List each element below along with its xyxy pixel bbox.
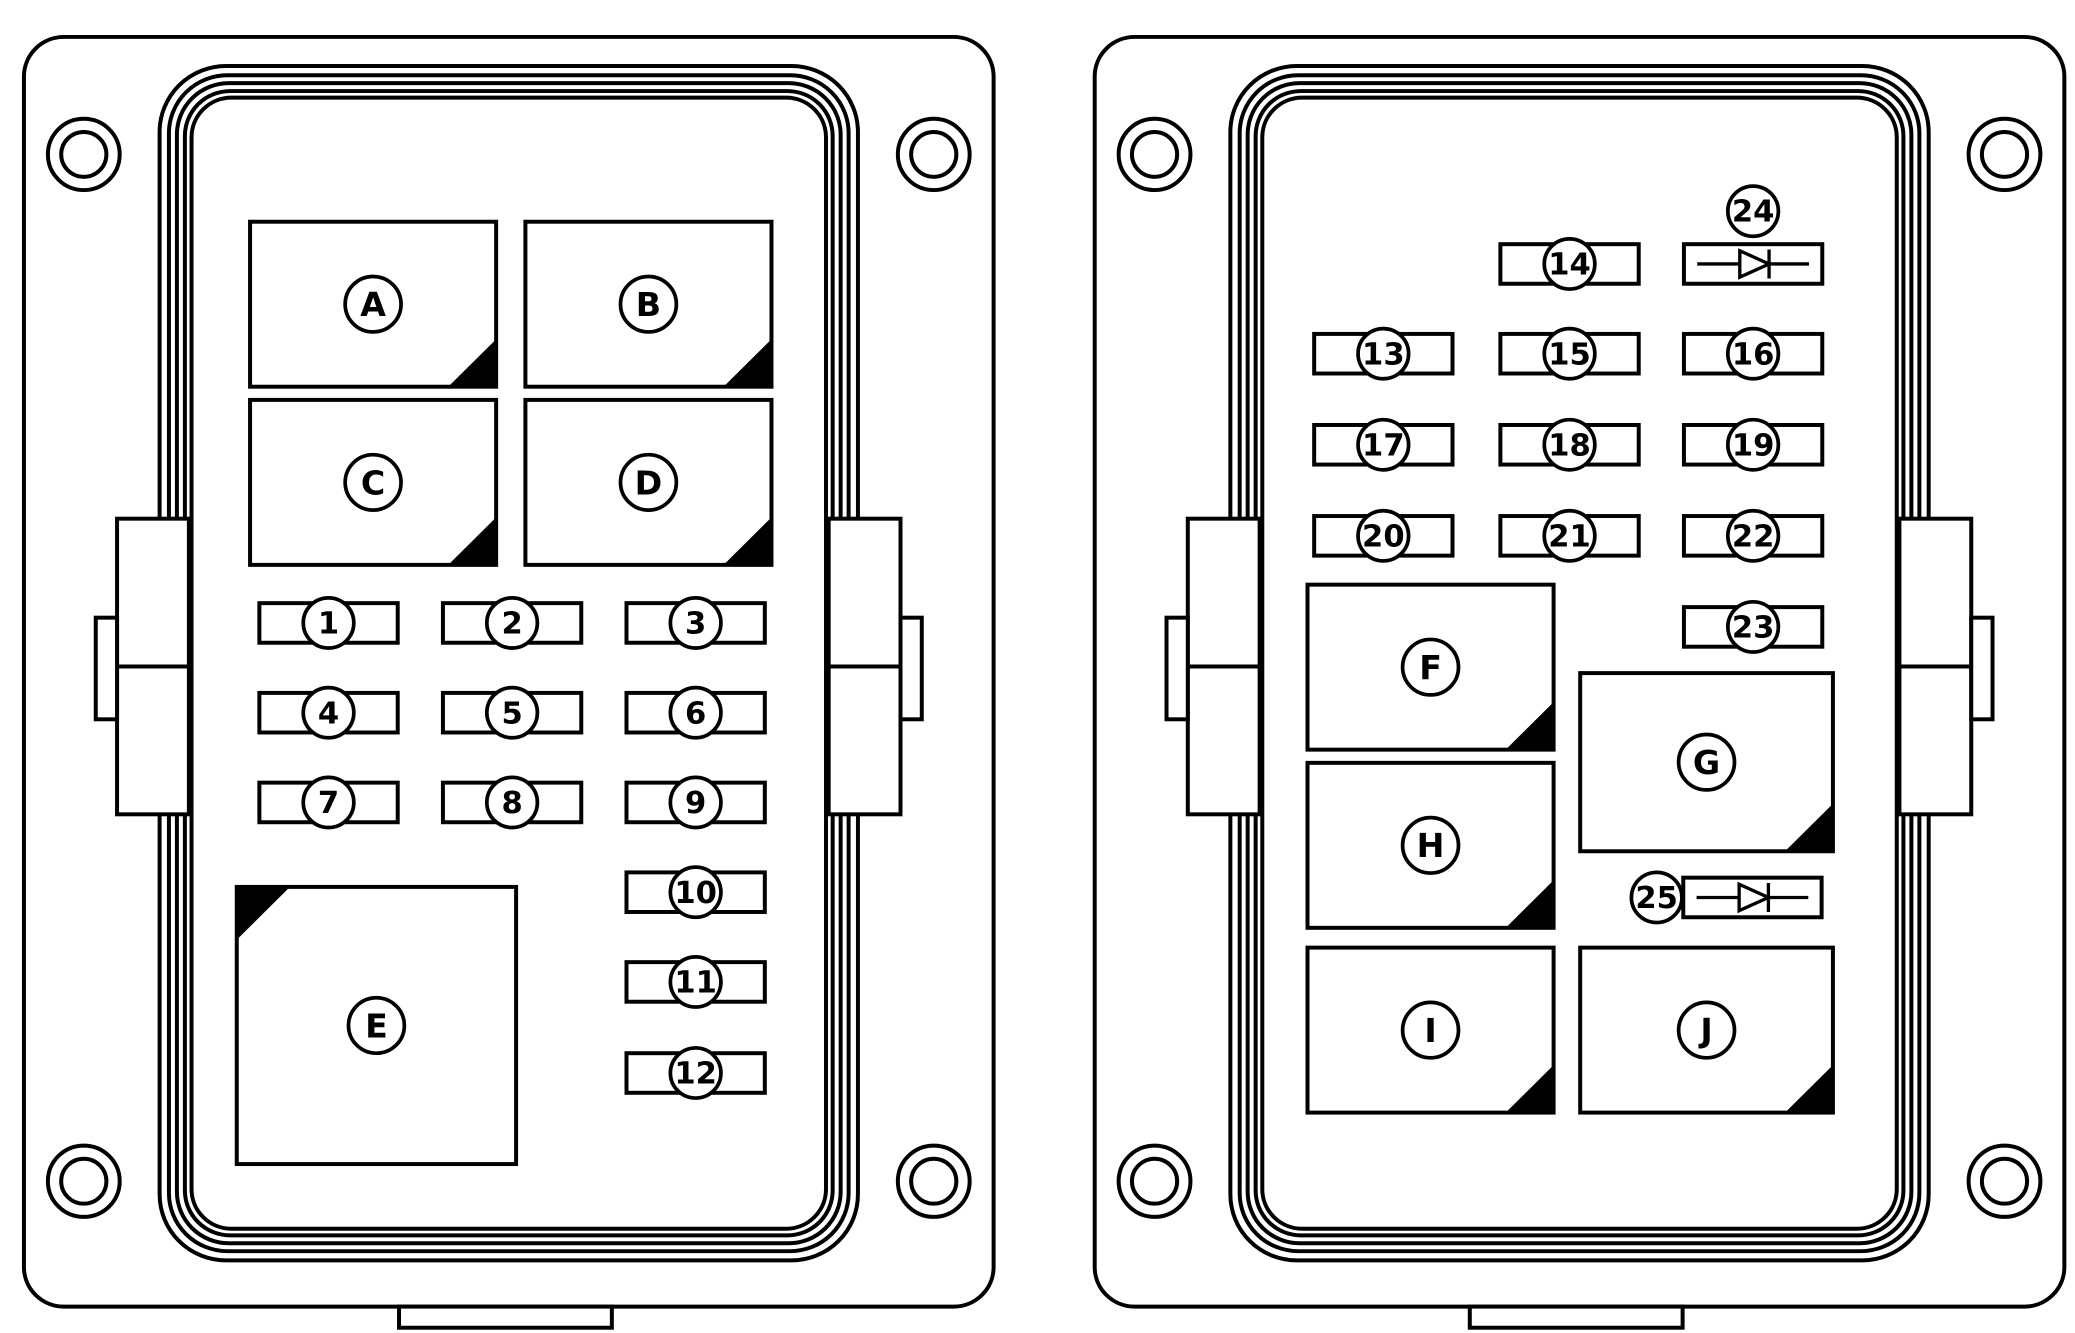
corner-key-mark [236,886,290,940]
fuse-label: 12 [674,1057,717,1092]
right-panel-components: 14 24 13 15 16 17 18 19 [1305,184,1835,1115]
relay-label: I [1424,1011,1436,1050]
fuse-label: 22 [1732,520,1775,555]
fuse-label: 9 [685,786,706,821]
fuse-19: 19 [1681,417,1825,472]
corner-key-mark [1785,1065,1833,1113]
corner-key-mark [448,339,497,387]
fuse-label: 21 [1548,520,1591,555]
relay-D: D [523,397,774,567]
fuse-label: 7 [318,786,339,821]
fuse-label: 13 [1362,337,1405,372]
fuse-label: 19 [1732,428,1775,463]
diode-label: 24 [1732,195,1775,230]
corner-key-mark [723,339,772,387]
relay-label: A [360,285,386,324]
fuse-label: 2 [501,607,522,642]
fuse-14: 14 [1498,237,1641,291]
fuse-label: 23 [1732,611,1775,646]
fuse-11: 11 [624,955,767,1009]
fuse-7: 7 [257,775,400,830]
corner-key-mark [448,517,497,565]
fuse-5: 5 [440,685,584,740]
fuse-label: 5 [501,696,522,731]
fuse-label: 10 [674,876,717,911]
relay-label: J [1698,1011,1712,1050]
relay-F: F [1305,582,1556,752]
relay-E: E [234,884,519,1167]
fuse-23: 23 [1681,599,1825,654]
fuse-1: 1 [257,596,400,650]
relay-label: B [636,285,661,324]
relay-label: G [1693,743,1720,782]
fuse-4: 4 [257,685,400,740]
fuse-17: 17 [1312,417,1455,472]
fuse-9: 9 [624,775,767,830]
fuse-label: 14 [1548,248,1591,283]
fuse-10: 10 [624,865,767,920]
relay-I: I [1305,945,1556,1115]
fuse-15: 15 [1498,326,1641,381]
diode-symbol [1697,248,1809,280]
fuse-label: 11 [674,966,717,1001]
fuse-12: 12 [624,1046,767,1100]
fuse-label: 8 [501,786,522,821]
fuse-label: 16 [1732,337,1775,372]
corner-key-mark [1785,803,1833,852]
corner-key-mark [723,517,772,565]
diode-label: 25 [1635,881,1678,916]
relay-J: J [1578,945,1835,1115]
corner-key-mark [1505,1065,1554,1113]
corner-key-mark [1505,880,1554,928]
fuse-label: 3 [685,607,706,642]
diode-24: 24 [1681,184,1825,286]
fuse-18: 18 [1498,417,1641,472]
relay-label: D [635,463,663,502]
relay-label: F [1419,648,1442,687]
fuse-label: 20 [1362,520,1405,555]
fuse-21: 21 [1498,508,1641,563]
fuse-label: 4 [318,696,339,731]
fuse-22: 22 [1681,508,1825,563]
fuse-3: 3 [624,596,767,650]
relay-label: C [361,463,385,502]
relay-label: E [365,1006,388,1045]
fuse-label: 1 [318,607,339,642]
relay-A: A [248,219,499,389]
relay-H: H [1305,760,1556,930]
relay-G: G [1578,671,1835,854]
fuse-label: 6 [685,696,706,731]
fuse-label: 17 [1362,428,1405,463]
relay-C: C [248,397,499,567]
left-panel-components: A B C D 1 2 3 4 [234,219,774,1167]
fuse-6: 6 [624,685,767,740]
fuse-8: 8 [440,775,584,830]
relay-label: H [1417,826,1445,865]
fuse-20: 20 [1312,508,1455,563]
fuse-13: 13 [1312,326,1455,381]
fuse-label: 18 [1548,428,1591,463]
diode-25: 25 [1629,870,1824,925]
corner-key-mark [1505,702,1554,750]
relay-B: B [523,219,774,389]
diode-symbol [1696,881,1809,914]
fuse-16: 16 [1681,326,1825,381]
fuse-label: 15 [1548,337,1591,372]
fuse-2: 2 [440,596,584,650]
